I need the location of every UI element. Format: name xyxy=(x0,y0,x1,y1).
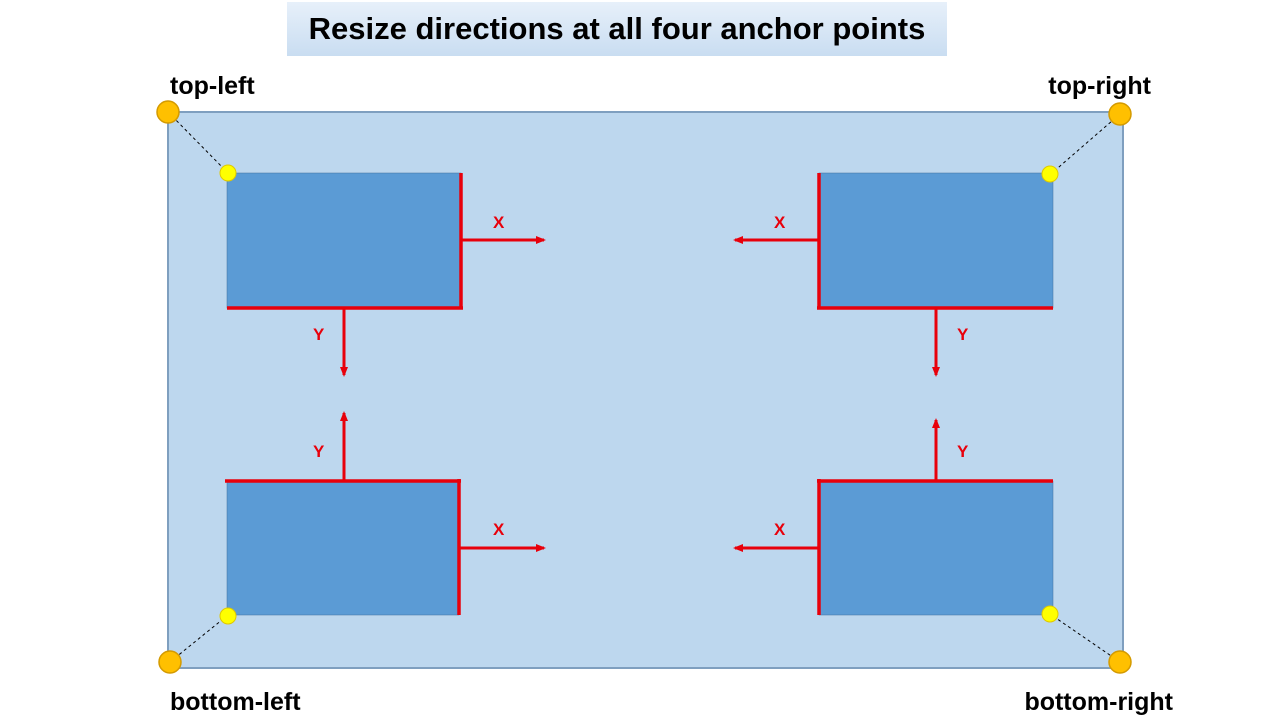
label-y-bottom-left: Y xyxy=(313,442,325,461)
diagram-title: Resize directions at all four anchor poi… xyxy=(308,11,926,46)
anchor-dot-top-right xyxy=(1108,102,1132,126)
box-corner-dot-bottom-right xyxy=(1041,605,1059,623)
box-corner-dot-top-right xyxy=(1041,165,1059,183)
label-x-top-right: X xyxy=(774,213,786,232)
box-top-left xyxy=(226,172,462,309)
box-top-right xyxy=(818,172,1054,309)
connector-bottom-right xyxy=(1049,613,1121,663)
label-x-bottom-left: X xyxy=(493,520,505,539)
label-y-top-right: Y xyxy=(957,325,969,344)
label-bottom-right: bottom-right xyxy=(1024,688,1173,716)
connector-bottom-left xyxy=(169,614,229,663)
connector-top-left xyxy=(167,111,229,174)
label-top-right: top-right xyxy=(1048,72,1151,100)
anchor-dot-top-left xyxy=(156,100,180,124)
anchor-dot-bottom-right xyxy=(1108,650,1132,674)
label-top-left: top-left xyxy=(170,72,255,100)
box-corner-dot-top-left xyxy=(219,164,237,182)
box-corner-dot-bottom-left xyxy=(219,607,237,625)
label-x-bottom-right: X xyxy=(774,520,786,539)
box-bottom-left xyxy=(226,480,460,616)
title-banner: Resize directions at all four anchor poi… xyxy=(287,2,947,56)
label-bottom-left: bottom-left xyxy=(170,688,301,716)
anchor-dot-bottom-left xyxy=(158,650,182,674)
label-x-top-left: X xyxy=(493,213,505,232)
label-y-top-left: Y xyxy=(313,325,325,344)
box-bottom-right xyxy=(818,480,1054,616)
label-y-bottom-right: Y xyxy=(957,442,969,461)
